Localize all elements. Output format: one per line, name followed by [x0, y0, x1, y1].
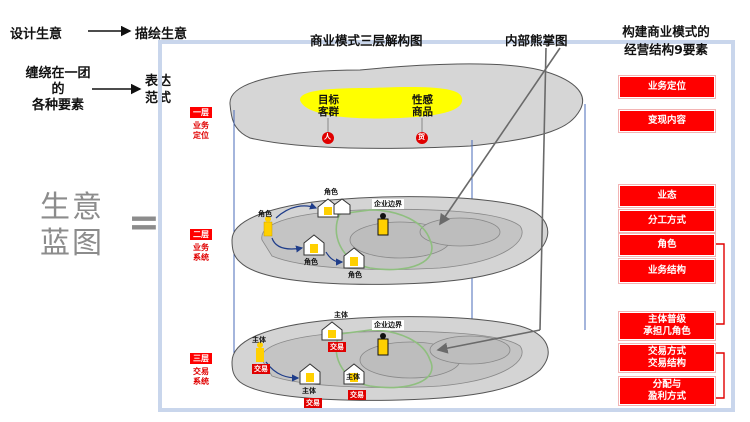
element-business-structure: 业务结构 — [619, 259, 715, 283]
entangled-line-2: 的 — [51, 82, 65, 97]
diagram-title: 商业模式三层解构图 — [310, 33, 423, 48]
business-blueprint: 生意 蓝图 — [40, 190, 104, 262]
layer-3-badge: 三层 — [190, 353, 212, 364]
layer-2-name-line-1: 业务 — [193, 243, 209, 252]
element-subject-roles: 主体普级 承担几角色 — [619, 312, 715, 340]
enterprise-figure-icon-2 — [377, 333, 389, 356]
sexy-product-label: 性感 商品 — [412, 94, 433, 118]
element-trade-method: 交易方式 交易结构 — [619, 344, 715, 372]
element-1-label: 业务定位 — [647, 81, 686, 92]
equals-sign: = — [128, 200, 160, 244]
blueprint-line-2: 蓝图 — [40, 226, 104, 261]
element-8-line-1: 交易方式 — [647, 346, 686, 357]
role-figure-icon — [263, 216, 273, 237]
enterprise-figure-icon — [377, 213, 389, 236]
layer-2-plate — [231, 196, 549, 285]
element-business-positioning: 业务定位 — [619, 76, 715, 98]
role-house-icon — [303, 234, 325, 256]
sexy-line-2: 商品 — [412, 106, 433, 118]
layer-1-badge: 一层 — [190, 107, 212, 118]
goods-badge-icon — [416, 132, 428, 144]
bear-paw-title: 内部熊掌图 — [505, 33, 568, 48]
diagram-frame — [158, 40, 735, 412]
flow-arrow-2 — [325, 251, 344, 266]
sexy-line-1: 性感 — [412, 94, 433, 106]
design-business-label: 设计生意 — [10, 27, 63, 42]
trade-label-2: 交易 — [328, 342, 346, 352]
role-label-2: 角色 — [258, 210, 272, 218]
layer-3-name-line-1: 交易 — [193, 367, 209, 376]
subject-label-3: 主体 — [302, 387, 316, 395]
layer-3-name: 交易 系统 — [190, 367, 212, 387]
target-customer-label: 目标 客群 — [318, 94, 339, 118]
element-monetization-content: 变现内容 — [619, 110, 715, 132]
element-3-label: 业态 — [657, 190, 677, 201]
target-line-2: 客群 — [318, 106, 339, 118]
subject-house-icon-2 — [343, 363, 365, 385]
element-distribution-profit: 分配与 盈利方式 — [619, 377, 715, 405]
layer-1-name-line-2: 定位 — [193, 131, 209, 140]
flow-arrow-1 — [271, 237, 304, 253]
arrow-bear-paw-layer3-line — [539, 47, 547, 331]
element-7-line-2: 承担几角色 — [643, 326, 691, 337]
role-house-icon-3 — [317, 198, 351, 218]
flow-arrow-3 — [275, 202, 318, 219]
role-label-4: 角色 — [348, 271, 362, 279]
depict-business-label: 描绘生意 — [135, 27, 188, 42]
subject-label-4: 主体 — [346, 373, 360, 381]
goods-badge-text: 货 — [418, 133, 425, 141]
role-bracket — [714, 243, 725, 325]
subject-label-1: 主体 — [334, 311, 348, 319]
layer-1-plate — [229, 63, 583, 149]
enterprise-boundary-label-2: 企业边界 — [372, 320, 404, 330]
role-house-icon-2 — [343, 247, 365, 269]
nine-elements-title: 构建商业模式的 经营结构9要素 — [603, 23, 729, 59]
arrow-bear-paw-layer2 — [439, 47, 561, 226]
entangled-elements-label: 缠绕在一团 的 各种要素 — [18, 66, 98, 114]
trade-bracket — [714, 352, 725, 399]
role-label-1: 角色 — [324, 188, 338, 196]
target-line-1: 目标 — [318, 94, 339, 106]
subject-figure-icon — [256, 342, 264, 362]
person-badge-text: 人 — [324, 133, 331, 141]
layer-2-name-line-2: 系统 — [193, 253, 209, 262]
trade-label-1: 交易 — [252, 364, 270, 374]
nine-elements-title-line-2: 经营结构9要素 — [624, 42, 708, 57]
element-6-label: 业务结构 — [647, 265, 686, 276]
entangled-line-3: 各种要素 — [31, 98, 84, 113]
nine-elements-title-line-1: 构建商业模式的 — [622, 24, 710, 39]
element-5-label: 角色 — [657, 239, 677, 250]
subject-house-icon-3 — [321, 321, 343, 341]
layer-2-badge: 二层 — [190, 229, 212, 240]
layer-3-name-line-2: 系统 — [193, 377, 209, 386]
arrow-bear-paw-layer3 — [436, 329, 541, 354]
element-8-line-2: 交易结构 — [647, 358, 686, 369]
layer-1-name-line-1: 业务 — [193, 121, 209, 130]
role-label-3: 角色 — [304, 258, 318, 266]
trade-label-3: 交易 — [304, 398, 322, 408]
element-division-of-labor: 分工方式 — [619, 210, 715, 232]
element-9-line-1: 分配与 — [652, 379, 682, 390]
person-badge-icon — [322, 132, 334, 144]
layer-1-name: 业务 定位 — [190, 121, 212, 141]
subject-label-2: 主体 — [252, 336, 266, 344]
entangled-line-1: 缠绕在一团 — [25, 66, 91, 81]
element-2-label: 变现内容 — [647, 115, 686, 126]
trade-label-4: 交易 — [348, 390, 366, 400]
subject-house-icon — [299, 363, 321, 385]
enterprise-boundary-label: 企业边界 — [372, 199, 404, 209]
element-7-line-1: 主体普级 — [647, 314, 686, 325]
element-4-label: 分工方式 — [647, 215, 686, 226]
element-9-line-2: 盈利方式 — [647, 391, 686, 402]
element-role: 角色 — [619, 234, 715, 256]
blueprint-line-1: 生意 — [40, 190, 104, 225]
element-business-format: 业态 — [619, 185, 715, 207]
layer-2-name: 业务 系统 — [190, 243, 212, 263]
